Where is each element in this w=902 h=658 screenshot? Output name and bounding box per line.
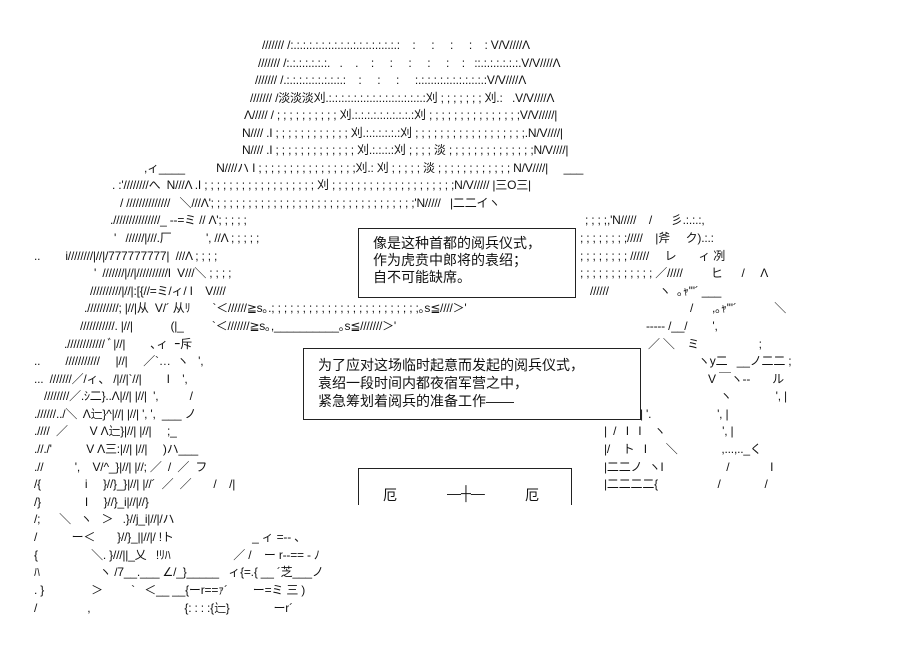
art-line: . } ＞ ` ＜__ __{ーr==ｧ´ ー=ミ 三 )	[34, 583, 306, 597]
art-line: { ＼. }///||_乂 !ﾘﾊ ／ / ー r--== ‐ ﾉ	[34, 548, 320, 562]
art-line: /; ＼ ヽ ＞ .}//j_i|//|/ハ	[34, 512, 175, 526]
art-line: V ￣ヽ-- ル	[708, 372, 784, 386]
art-line: /////// /.:.:.:.:.:.:.:.:.:.: : : : :.:.…	[255, 73, 527, 87]
art-line: .//////../＼ Λ辷}^|//| |//| ', ', ___ ノ	[34, 407, 197, 421]
art-line: Λ///// / ; ; ; ; ; ; ; ; ; ; 刈.:.:.:.:.:…	[244, 108, 558, 122]
art-line: ' //////|///.厂 ', //Λ ; ; ; ; ;	[114, 231, 260, 245]
narration-line: 紧急筹划着阅兵的准备工作——	[318, 393, 514, 409]
art-line: . :'////////へ N///Λ .I ; ; ; ; ; ; ; ; ;…	[112, 178, 531, 192]
art-line: .. /////////// |//| ／`… ヽ ',	[34, 354, 204, 368]
art-line: ヽy二 __ノ二二 ;	[698, 354, 792, 368]
art-line: .//// ／ V Λ辷}|//| |//| ;_	[34, 424, 177, 438]
art-line: |/ ト I ＼ ,...,.._く	[604, 442, 762, 456]
narration-line: 为了应对这场临时起意而发起的阅兵仪式，	[318, 357, 584, 373]
art-line: .. i////////|//|/777777777| ///Λ ; ; ; ;	[34, 249, 218, 263]
art-line: .//////////// ﾞ|//| ､ィ ｰ斥	[64, 337, 192, 351]
art-line: .//./' V Λ三:|//| |//| )ハ___	[34, 442, 198, 456]
art-line: ////// ヽ ｡ｬ'"´ ___	[590, 284, 722, 298]
art-line: //////////|//|:[{//=ミ/ィ/ I V////	[90, 284, 226, 298]
art-line: ; ; ; ; ; ; ; ;///// |斧 ク).:.:	[580, 231, 714, 245]
art-line: N//// .I ; ; ; ; ; ; ; ; ; ; ; ; ; 刈.:.:…	[242, 143, 569, 157]
art-line: /////// /:.:.:.:.:.:.:. . . : : : : : : …	[258, 56, 561, 70]
art-line: ; ; ; ; ; ; ; ; ////// レ ィ 冽	[580, 249, 726, 263]
art-line: .// ', V/^_}|//| |//; ／ / ／ フ	[34, 460, 208, 474]
art-line: /////// /淡淡淡刈.:.:.:.:.:.:.:.:.:.:.:.:.:.…	[250, 91, 555, 105]
art-line: |二二二二{ / /	[604, 477, 768, 491]
art-line: N//// .I ; ; ; ; ; ; ; ; ; ; ; ; 刈.:.:.:…	[242, 126, 563, 140]
art-line: ,ィ____ N////ハ I ; ; ; ; ; ; ; ; ; ; ; ; …	[144, 161, 584, 175]
art-line: / ,｡ｬ'"´ ＼	[690, 301, 787, 315]
art-line: ; ; ; ; ; ; ; ; ; ; ; ; ／///// ヒ / Λ	[580, 266, 769, 280]
art-line: ﾊ ヽ /7__.___ ∠/_}_____ ィ{=.{ __ ´芝___ノ	[34, 565, 324, 579]
art-line: | / I I ヽ ', |	[604, 424, 734, 438]
art-line: / ////////////// ＼///Λ'; ; ; ; ; ; ; ; ;…	[120, 196, 501, 210]
art-line: /////// /:.:.:.:.:.:.:.:.:.:.:.:.:.:.:.:…	[262, 38, 530, 52]
art-line: ///////////. |//| (|_ `＜///////≧s｡,_____…	[80, 319, 396, 333]
art-line: .///////////////_ --=ミ // Λ'; ; ; ; ;	[110, 213, 247, 227]
art-line: .//////////; |//|从 V/´ 从ﾘ `＜//////≧s｡.; …	[84, 301, 467, 315]
art-line: /} I }//}_i|//|//}	[34, 495, 149, 509]
sign-center-glyph: —┼—	[447, 485, 485, 501]
art-line: ; ; ; ;,'N///// / 彡.:.:.:,	[585, 213, 705, 227]
narration-box-1: 像是这种首都的阅兵仪式， 作为虎贲中郎将的袁绍； 自不可能缺席。	[358, 228, 576, 298]
art-line: / ー＜ }//}_||//|/ !ト _ ィ =-- 、	[34, 530, 306, 544]
narration-line: 袁绍一段时间内都夜宿军营之中，	[318, 375, 528, 391]
narration-line: 作为虎贲中郎将的袁绍；	[373, 252, 527, 268]
art-line: ... ///////／/ィ、 /|//|`//| I ',	[34, 372, 188, 386]
art-line: ////////／.ｼ二}..Λ|//| |//| ', /	[44, 389, 193, 403]
art-line: ' ///////|//|//////////I V///＼ ; ; ; ;	[94, 266, 232, 280]
art-line: / , {: : : :{辷} ーr´	[34, 601, 293, 615]
art-line: ----- /__/ ',	[646, 319, 718, 333]
sign-left-glyph: 厄	[383, 487, 397, 503]
art-line: ／ ＼ ミ ;	[648, 337, 762, 351]
art-line: |二二ノ ヽI / I	[604, 460, 774, 474]
gate-sign: 厄 —┼— 厄	[358, 468, 572, 505]
art-line: /{ i }//}_}|//| |//´ ／ ／ / /|	[34, 477, 236, 491]
narration-box-2: 为了应对这场临时起意而发起的阅兵仪式， 袁绍一段时间内都夜宿军营之中， 紧急筹划…	[303, 348, 641, 420]
narration-line: 自不可能缺席。	[373, 269, 471, 285]
narration-line: 像是这种首都的阅兵仪式，	[373, 235, 541, 251]
art-line: | '. ', |	[640, 407, 729, 421]
art-line: ヽ ', |	[720, 389, 787, 403]
sign-right-glyph: 厄	[525, 487, 539, 503]
